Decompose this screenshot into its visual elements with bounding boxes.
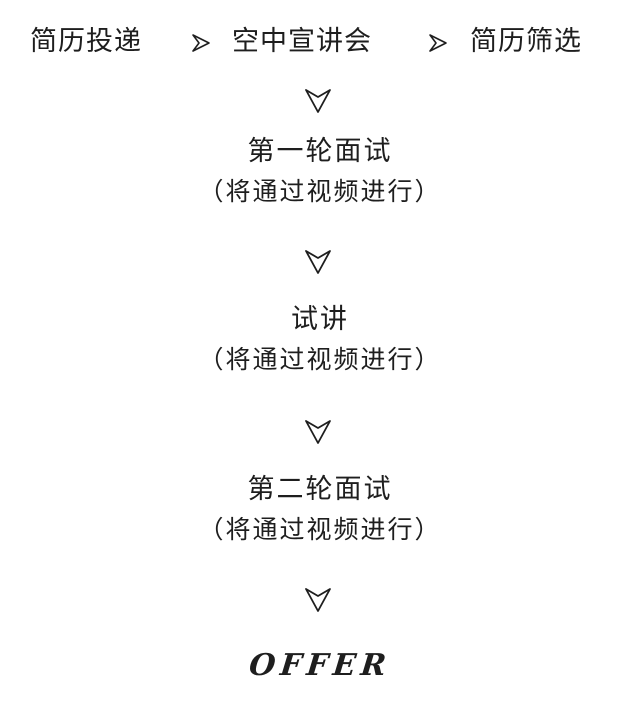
top-flow-row: 简历投递 空中宣讲会 简历筛选 [0,18,640,66]
stage-title: 试讲 [291,304,349,335]
stage-first-interview: 第一轮面试 （将通过视频进行） [0,132,640,212]
stage-title: 第二轮面试 [247,474,393,505]
stage-note: （将通过视频进行） [198,345,442,374]
stage-second-interview: 第二轮面试 （将通过视频进行） [0,470,640,550]
stage-title: 第一轮面试 [247,136,393,167]
chevron-down-icon [305,89,331,113]
chevron-down-icon [305,420,331,444]
stage-note: （将通过视频进行） [198,177,442,206]
chevron-down-icon [305,588,331,612]
stage-trial-lecture: 试讲 （将通过视频进行） [0,300,640,380]
step-resume-submission: 简历投递 [30,26,142,57]
chevron-right-icon [429,34,447,52]
chevron-right-icon [192,34,210,52]
stage-note: （将通过视频进行） [198,515,442,544]
step-online-presentation: 空中宣讲会 [232,26,372,57]
step-resume-screening: 简历筛选 [470,26,582,57]
final-offer: OFFER [247,648,393,683]
chevron-down-icon [305,250,331,274]
